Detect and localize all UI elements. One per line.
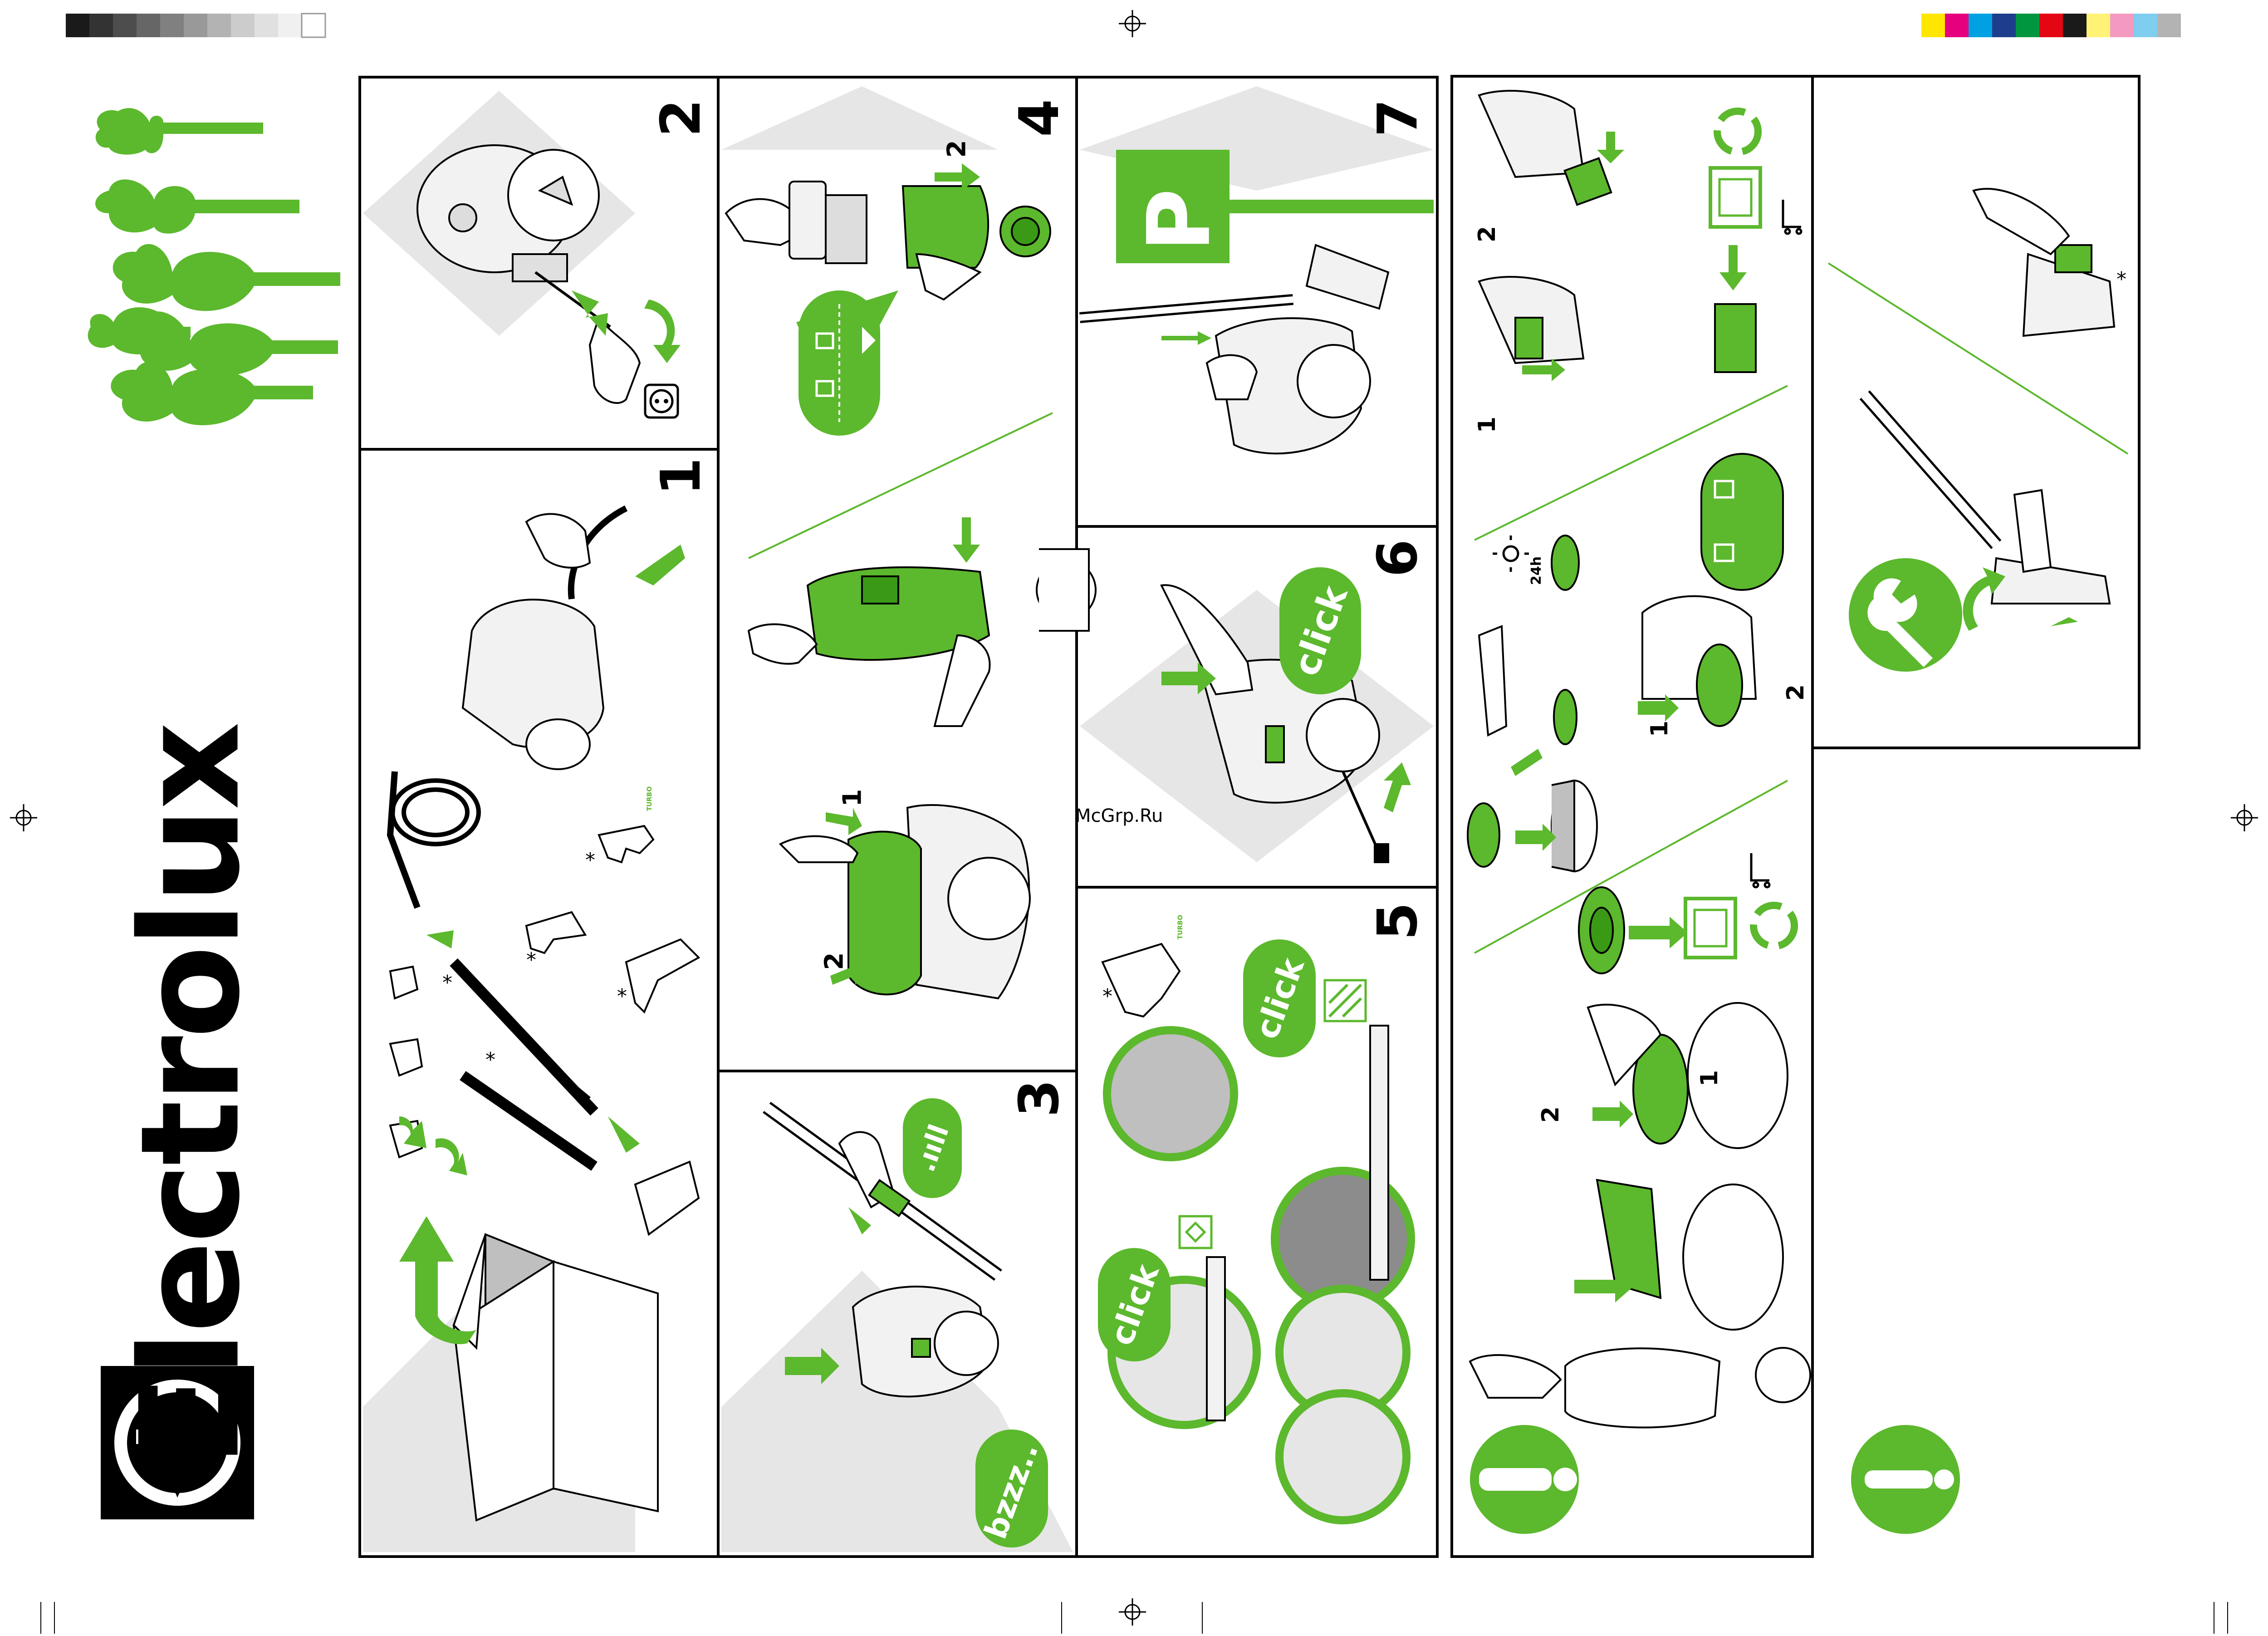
step-number-4: 4 <box>1013 99 1067 137</box>
parking-badge: P <box>1136 188 1223 251</box>
sun-icon <box>1493 536 1529 572</box>
hard-floor-icon <box>1325 980 1366 1021</box>
info-icon <box>1851 1425 1960 1534</box>
sub-step-1: 1 <box>1648 721 1671 737</box>
watermark-text: McGrp.Ru <box>1075 806 1163 826</box>
optional-marker: * <box>2116 268 2126 291</box>
sub-step-2: 2 <box>1784 684 1808 701</box>
step-number-6: 6 <box>1371 539 1425 577</box>
info-icon <box>1470 1425 1579 1534</box>
step-number-1: 1 <box>654 457 709 496</box>
crop-marks <box>41 1602 2228 1634</box>
optional-marker: * <box>1102 985 1112 1008</box>
panel-7-arrow <box>1161 331 1211 345</box>
optional-marker: * <box>526 948 536 972</box>
panel-4b-illustration <box>749 549 1096 726</box>
color-calibration-strip <box>1921 14 2181 37</box>
dry-time-label: 24h <box>1528 556 1544 585</box>
tree-icon <box>96 108 263 155</box>
step-number-5: 5 <box>1371 902 1425 940</box>
tree-icon <box>113 244 340 311</box>
optional-marker: * <box>442 971 452 994</box>
power-socket-icon <box>645 385 678 418</box>
wrench-icon <box>1849 558 1962 672</box>
optional-marker: * <box>585 849 595 872</box>
sub-step-1: 1 <box>840 789 865 807</box>
panel-9-illustration <box>1865 189 2114 604</box>
tree-icon <box>111 362 313 425</box>
turbo-label: TURBO <box>1177 915 1184 939</box>
sub-step-2: 2 <box>944 140 970 158</box>
tree-icon <box>95 179 299 233</box>
optional-marker: * <box>485 1048 495 1071</box>
panel-8-illustration <box>1468 91 1810 1427</box>
grayscale-calibration-strip <box>66 14 325 37</box>
tree-icons <box>88 108 340 425</box>
step-number-3: 3 <box>1013 1079 1067 1117</box>
panel-4-illustration <box>726 182 1050 408</box>
turbo-label: TURBO <box>646 786 653 811</box>
panel-4c-illustration <box>780 805 1030 998</box>
step-number-2: 2 <box>654 99 709 137</box>
carpet-icon <box>1180 1216 1211 1248</box>
sub-step-2: 2 <box>822 953 847 970</box>
panel-7-illustration <box>1080 245 1388 453</box>
brand-wordmark: Electrolux <box>100 835 281 1357</box>
step-number-7: 7 <box>1371 99 1425 137</box>
sub-step-2: 2 <box>1539 1106 1563 1123</box>
panel-4-zoom <box>798 290 880 436</box>
sub-step-1: 1 <box>1698 1070 1721 1086</box>
optional-marker: * <box>617 985 627 1008</box>
sub-step-1: 1 <box>1475 417 1499 433</box>
sub-step-2: 2 <box>1475 226 1499 242</box>
